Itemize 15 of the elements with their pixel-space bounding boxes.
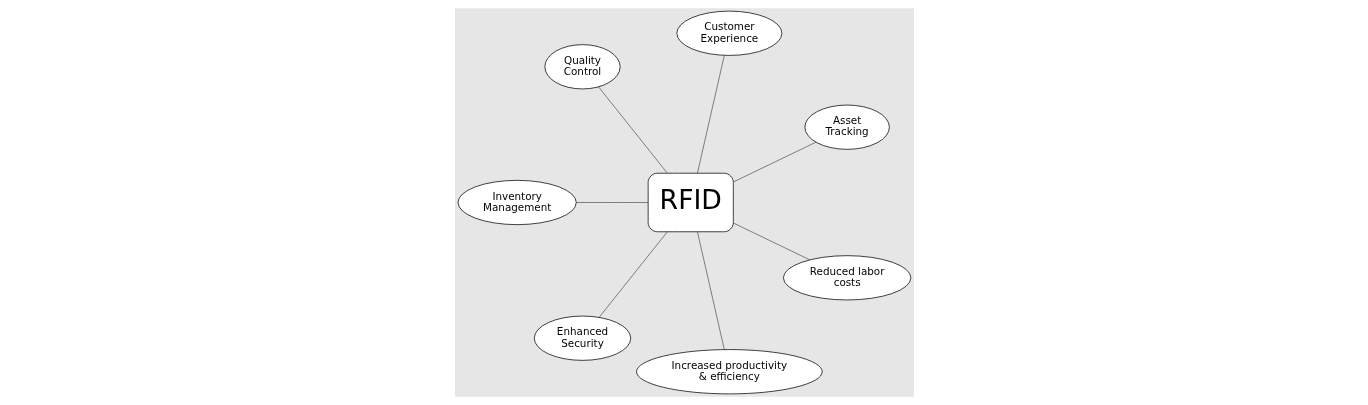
connector (732, 141, 816, 183)
connector (575, 202, 648, 203)
node-ellipse: Customer Experience (675, 10, 782, 56)
node-ellipse: Asset Tracking (804, 104, 890, 150)
node-ellipse: Quality Control (544, 44, 621, 90)
connector (696, 231, 725, 350)
node-ellipse: Inventory Management (457, 180, 577, 225)
node-box: RFID (647, 172, 734, 233)
connector (597, 86, 668, 174)
connector (696, 54, 725, 174)
node-ellipse: Enhanced Security (533, 315, 631, 361)
node-ellipse: Reduced labor costs (782, 255, 911, 301)
connector (598, 231, 668, 318)
node-ellipse: Increased productivity & efficiency (635, 349, 823, 395)
connector (732, 222, 810, 261)
